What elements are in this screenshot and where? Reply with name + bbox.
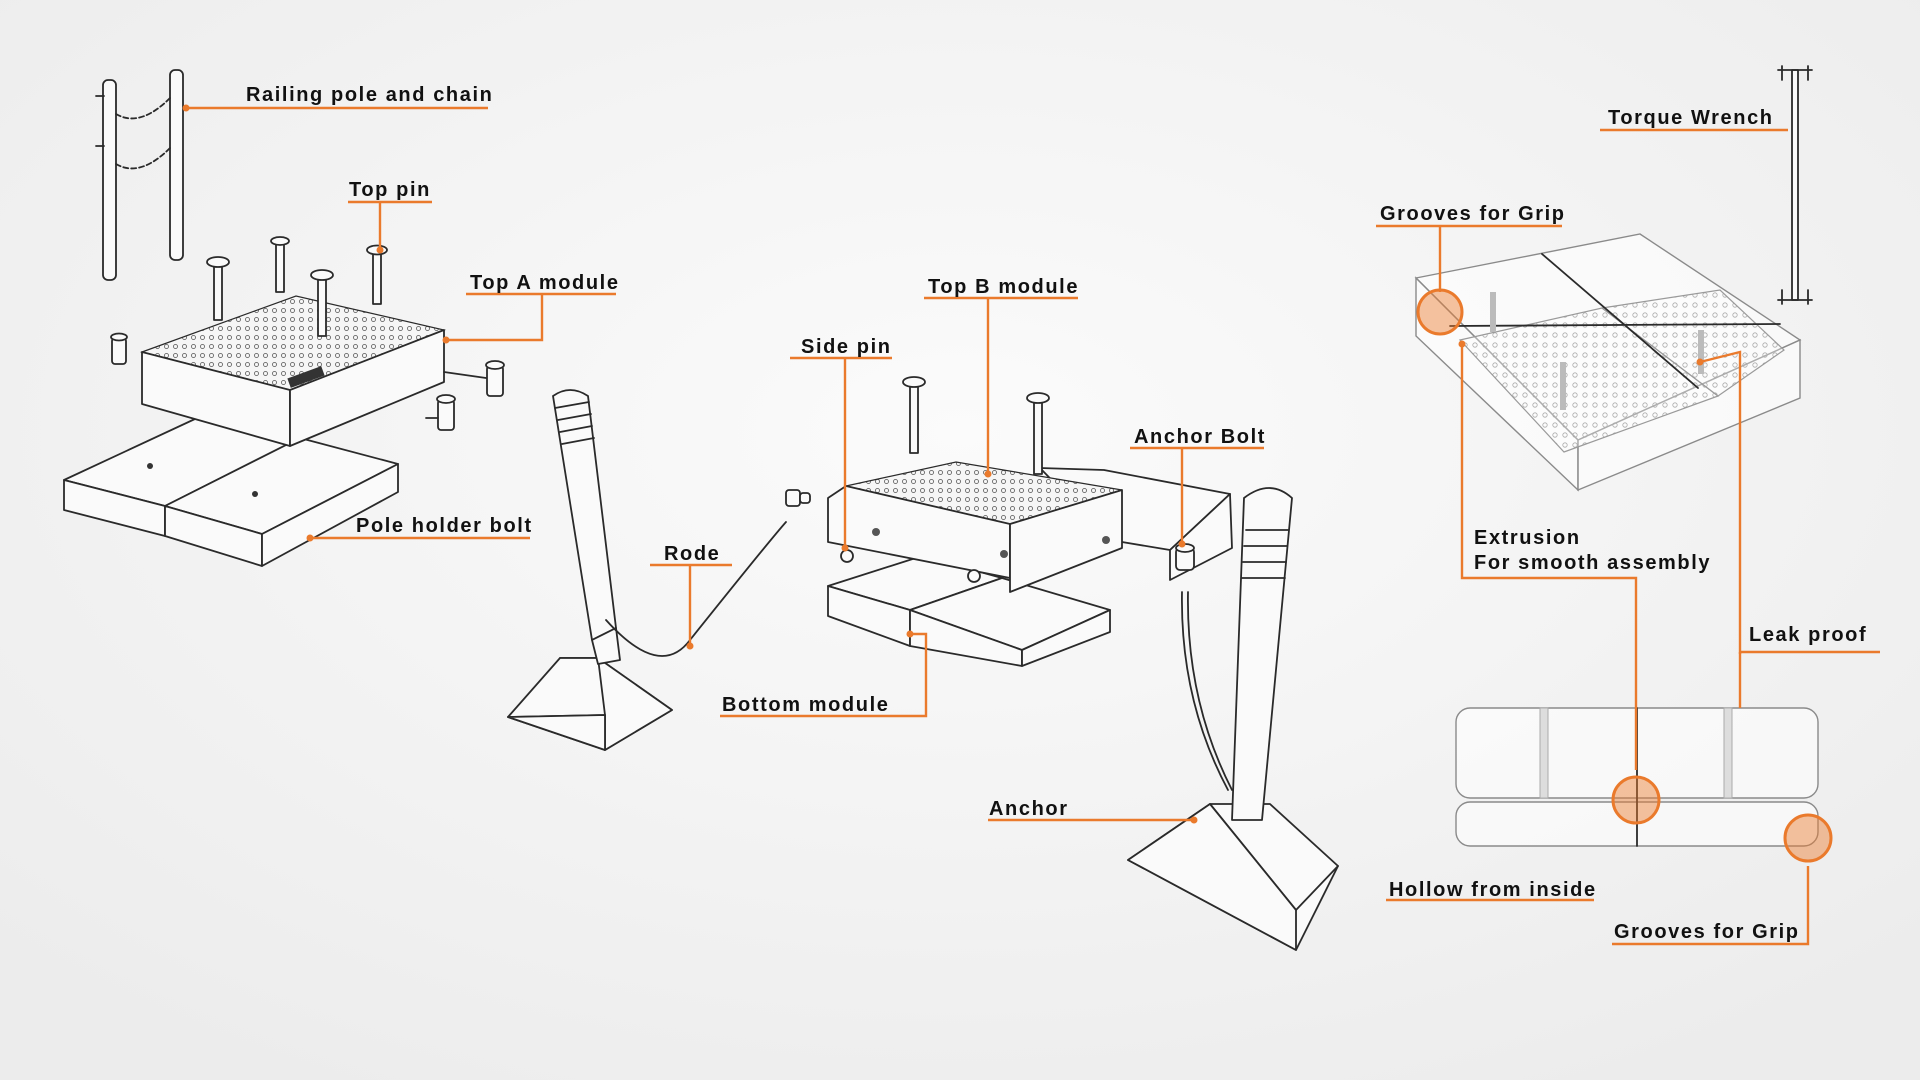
label-grooves-for-grip-bottom: Grooves for Grip bbox=[1614, 921, 1800, 943]
grooves-highlight-bottom bbox=[1783, 813, 1833, 863]
side-pins bbox=[840, 543, 1195, 583]
transparent-module-illustration bbox=[1414, 233, 1802, 492]
label-top-pin: Top pin bbox=[349, 179, 431, 201]
top-a-module-body bbox=[139, 295, 447, 447]
top-b-pins bbox=[902, 376, 1050, 475]
label-top-b-module: Top B module bbox=[928, 276, 1079, 298]
top-a-assembly-illustration bbox=[63, 69, 505, 567]
label-leak-proof: Leak proof bbox=[1749, 624, 1867, 646]
anchor-pole bbox=[1127, 487, 1339, 951]
label-torque-wrench: Torque Wrench bbox=[1608, 107, 1774, 129]
label-anchor-bolt: Anchor Bolt bbox=[1134, 426, 1266, 448]
torque-wrench-illustration bbox=[1777, 65, 1813, 305]
label-grooves-for-grip-top: Grooves for Grip bbox=[1380, 203, 1566, 225]
pole-with-rode-illustration bbox=[507, 389, 811, 751]
label-railing-pole-and-chain: Railing pole and chain bbox=[246, 84, 493, 106]
top-pins bbox=[206, 236, 388, 337]
label-pole-holder-bolt: Pole holder bolt bbox=[356, 515, 533, 537]
label-extrusion: Extrusion bbox=[1474, 527, 1581, 549]
label-hollow-from-inside: Hollow from inside bbox=[1389, 879, 1597, 901]
top-b-module-body bbox=[827, 461, 1123, 593]
bottom-module-left-pair bbox=[63, 411, 399, 567]
grooves-highlight-top bbox=[1416, 288, 1464, 336]
leader-lines bbox=[182, 104, 1880, 946]
label-rode: Rode bbox=[664, 543, 720, 565]
extrusion-highlight bbox=[1611, 775, 1661, 825]
label-bottom-module: Bottom module bbox=[722, 694, 889, 716]
callout-labels: Railing pole and chain Top pin Top A mod… bbox=[246, 84, 1867, 943]
railing-poles bbox=[95, 69, 184, 281]
label-for-smooth-assembly: For smooth assembly bbox=[1474, 552, 1711, 574]
pole-holder-bolts bbox=[110, 332, 505, 431]
label-top-a-module: Top A module bbox=[470, 272, 620, 294]
label-side-pin: Side pin bbox=[801, 336, 892, 358]
label-anchor: Anchor bbox=[989, 798, 1069, 820]
highlight-callouts bbox=[1416, 288, 1833, 863]
